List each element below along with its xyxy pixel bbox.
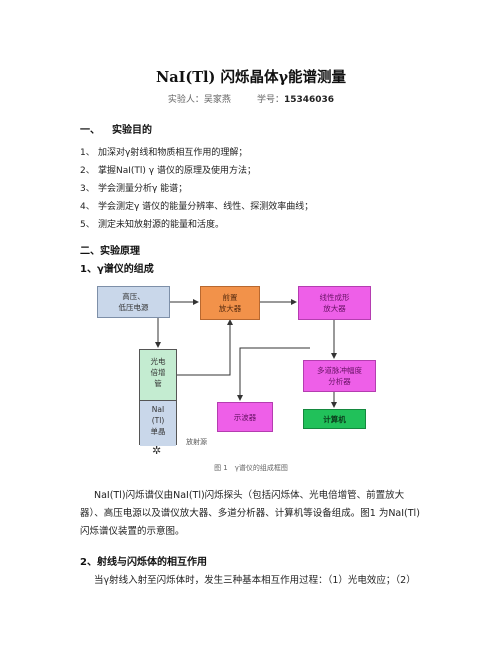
section-title: 实验目的 [112, 125, 152, 136]
author-name: 实验人：吴家燕 [167, 95, 231, 105]
list-item-text: 测定未知放射源的能量和活度。 [98, 220, 225, 230]
paragraph-line: 当γ射线入射至闪烁体时，发生三种基本相互作用过程：（1）光电效应；（2） [94, 575, 416, 586]
subsection-heading-composition: 1、γ谱仪的组成 [80, 264, 154, 275]
list-item-number: 3、 [80, 184, 95, 194]
subsection-heading-interaction: 2、射线与闪烁体的相互作用 [80, 557, 207, 568]
arrow-pmt-to-preamp [177, 319, 233, 376]
pmt-label: 倍增 [150, 368, 166, 377]
box-label: 低压电源 [118, 303, 149, 312]
preamp-box: 前置 放大器 [200, 286, 260, 320]
list-item-text: 掌握NaI(Tl) γ 谱仪的原理及使用方法； [98, 166, 256, 176]
list-item-number: 2、 [80, 166, 95, 176]
author-line: 实验人：吴家燕 学号：15346036 [0, 92, 502, 105]
box-label: 线性成形 [319, 293, 350, 302]
list-item-number: 1、 [80, 148, 95, 158]
crystal-label: (Tl) [151, 416, 165, 425]
pmt-label: 管 [154, 379, 162, 388]
pmt-label: 光电 [150, 357, 166, 366]
computer-box: 计算机 [303, 409, 366, 429]
section-number: 一、 [80, 125, 100, 136]
box-label: 计算机 [323, 414, 346, 424]
box-label: 高压、 [122, 292, 145, 301]
list-item-text: 加深对γ射线和物质相互作用的理解； [98, 148, 248, 158]
radiation-source-icon: ✲ [152, 444, 162, 457]
box-label: 示波器 [233, 412, 257, 422]
pmt-section: 光电 倍增 管 [140, 350, 176, 400]
list-item-number: 4、 [80, 202, 95, 212]
linear-amp-box: 线性成形 放大器 [298, 286, 371, 320]
student-id-value: 15346036 [283, 95, 335, 105]
crystal-label: 单晶 [150, 427, 166, 436]
list-item: 2、掌握NaI(Tl) γ 谱仪的原理及使用方法； [80, 163, 256, 176]
page-title: NaI(Tl) 闪烁晶体γ能谱测量 [155, 69, 347, 86]
list-item: 1、加深对γ射线和物质相互作用的理解； [80, 145, 247, 158]
oscilloscope-box: 示波器 [217, 402, 273, 432]
paragraph-line: NaI(Tl)闪烁谱仪由NaI(Tl)闪烁探头（包括闪烁体、光电倍增管、前置放大 [94, 490, 405, 501]
box-label: 分析器 [328, 377, 351, 386]
crystal-label: NaI [151, 405, 165, 414]
arrow-amp-to-scope [237, 347, 310, 401]
list-item: 3、学会测量分析γ 能谱； [80, 181, 187, 194]
scintillation-detector: 光电 倍增 管 NaI (Tl) 单晶 [139, 349, 177, 446]
list-item-number: 5、 [80, 220, 95, 230]
hv-power-box: 高压、 低压电源 [97, 286, 170, 318]
box-label: 多道脉冲幅度 [317, 366, 362, 375]
box-label: 前置 [222, 293, 238, 302]
mca-box: 多道脉冲幅度 分析器 [303, 360, 376, 392]
paragraph-line: 闪烁谱仪装置的示意图。 [80, 526, 185, 537]
list-item-text: 学会测量分析γ 能谱； [98, 184, 188, 194]
student-id-label: 学号： [256, 95, 284, 105]
paragraph-line: 器）、高压电源以及谱仪放大器、多道分析器、计算机等设备组成。图1 为NaI(Tl… [80, 508, 420, 519]
figure-caption: 图 1 γ谱仪的组成框图 [214, 464, 288, 472]
nai-crystal-section: NaI (Tl) 单晶 [140, 400, 176, 446]
section-heading-principle: 二、实验原理 [80, 246, 140, 257]
list-item: 5、测定未知放射源的能量和活度。 [80, 217, 224, 230]
source-label: 放射源 [186, 438, 207, 446]
section-heading-purpose: 一、 实验目的 [80, 121, 152, 136]
list-item: 4、学会测定γ 谱仪的能量分辨率、线性、探测效率曲线； [80, 199, 313, 212]
box-label: 放大器 [323, 304, 346, 313]
box-label: 放大器 [218, 304, 242, 313]
list-item-text: 学会测定γ 谱仪的能量分辨率、线性、探测效率曲线； [98, 202, 314, 212]
